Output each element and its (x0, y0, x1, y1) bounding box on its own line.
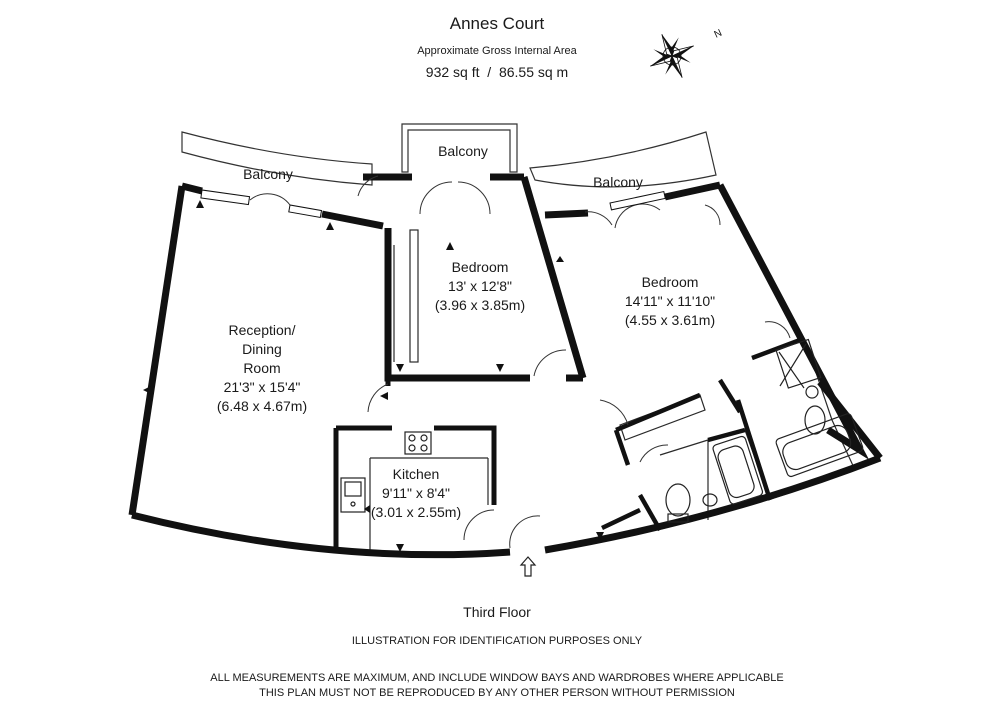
reception-name-line2: Dining (242, 341, 282, 357)
bathroom-walls (601, 337, 801, 532)
balcony-outlines (181, 123, 717, 188)
disclaimer-illustration: ILLUSTRATION FOR IDENTIFICATION PURPOSES… (351, 635, 643, 647)
door-swings (249, 175, 791, 549)
compass-north-label: N (713, 28, 724, 41)
bathtub-icon (712, 413, 864, 505)
kitchen-name: Kitchen (392, 466, 440, 482)
reception-name-line3: Room (243, 360, 281, 376)
hob-icon (404, 431, 432, 455)
shower-icon (775, 338, 822, 399)
floor-label: Third Floor (463, 604, 531, 620)
area-value: 932 sq ft / 86.55 sq m (425, 64, 569, 80)
plan-title: Annes Court (449, 14, 545, 33)
bedroom2-dims-imperial: 14'11" x 11'10" (624, 293, 716, 309)
balcony-center-label: Balcony (438, 143, 488, 159)
toilet-icon (665, 405, 826, 523)
compass-rose-icon: N (650, 28, 724, 78)
exterior-walls (128, 173, 883, 559)
balcony-left-label: Balcony (243, 166, 293, 182)
bedroom1-dims-metric: (3.96 x 3.85m) (434, 297, 526, 313)
bedroom2-dims-metric: (4.55 x 3.61m) (624, 312, 716, 328)
reception-dims-metric: (6.48 x 4.67m) (216, 398, 308, 414)
kitchen-dims-metric: (3.01 x 2.55m) (370, 504, 462, 520)
bedroom1-dims-imperial: 13' x 12'8" (447, 278, 513, 294)
reception-name-line1: Reception/ (228, 322, 296, 338)
ceiling-markers (143, 200, 604, 552)
window-glazing (200, 189, 666, 219)
bedroom2-name: Bedroom (641, 274, 699, 290)
disclaimer-measurements: ALL MEASUREMENTS ARE MAXIMUM, AND INCLUD… (210, 672, 784, 684)
bedroom1-name: Bedroom (451, 259, 509, 275)
kitchen-dims-imperial: 9'11" x 8'4" (382, 485, 450, 501)
balcony-right-label: Balcony (593, 174, 643, 190)
reception-dims-imperial: 21'3" x 15'4" (223, 379, 301, 395)
entrance-arrow-icon (519, 556, 537, 577)
kitchen-walls (333, 378, 497, 552)
area-caption: Approximate Gross Internal Area (417, 45, 577, 57)
sink-icon (340, 477, 366, 513)
disclaimer-copyright: THIS PLAN MUST NOT BE REPRODUCED BY ANY … (259, 687, 735, 699)
